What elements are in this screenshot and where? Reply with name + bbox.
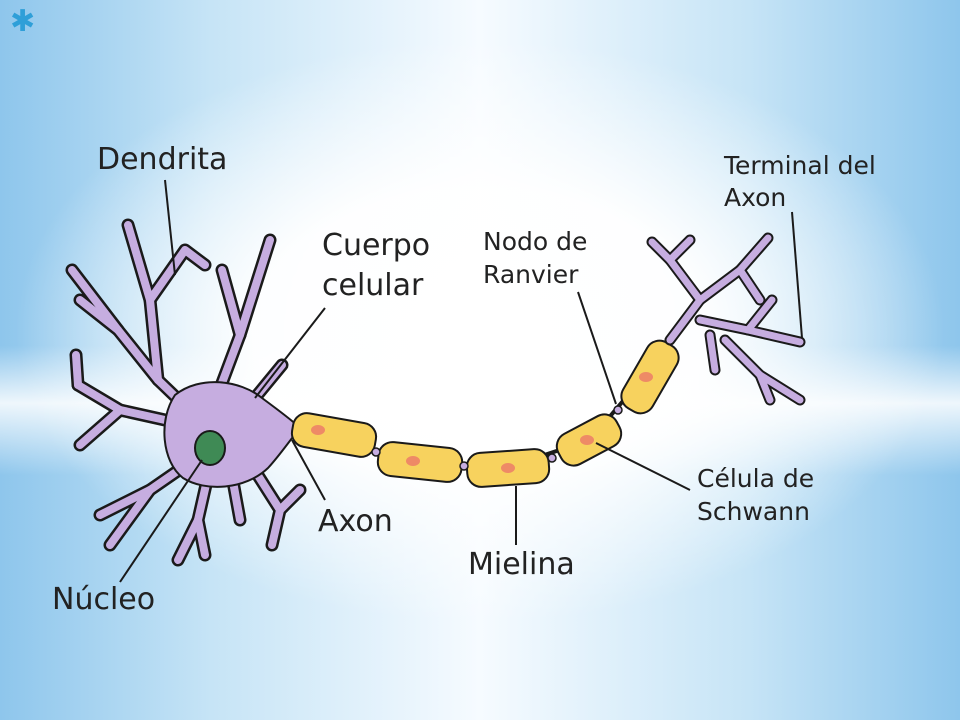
label-celula-schwann-line2: Schwann: [697, 497, 810, 526]
asterisk-icon: ✱: [10, 4, 36, 39]
cell-body: [163, 381, 302, 488]
label-nucleo: Núcleo: [52, 582, 156, 617]
label-nodo-ranvier-line1: Nodo de: [483, 227, 588, 256]
leader-nodo: [577, 291, 617, 405]
leader-dendrita: [164, 179, 176, 276]
label-celula-schwann-line1: Célula de: [697, 464, 815, 493]
label-axon: Axon: [318, 504, 393, 539]
leader-nucleo: [119, 459, 203, 583]
label-nodo-ranvier-line2: Ranvier: [483, 260, 579, 289]
label-terminal-axon-line1: Terminal del: [724, 151, 876, 180]
label-dendrita: Dendrita: [97, 142, 228, 177]
leader-cuerpo: [254, 307, 326, 399]
axon-terminals: [646, 232, 806, 406]
label-terminal-axon-line2: Axon: [724, 183, 787, 212]
leader-terminal: [791, 211, 803, 339]
myelin-sheaths: [290, 339, 680, 488]
label-cuerpo-celular-line2: celular: [322, 268, 424, 303]
nucleus: [194, 430, 226, 466]
ranvier-nodes: [371, 405, 623, 471]
leader-lines: [119, 179, 803, 583]
leader-schwann: [595, 442, 691, 491]
leader-axon: [291, 439, 326, 501]
label-mielina: Mielina: [468, 547, 575, 582]
label-cuerpo-celular-line1: Cuerpo: [322, 228, 431, 263]
